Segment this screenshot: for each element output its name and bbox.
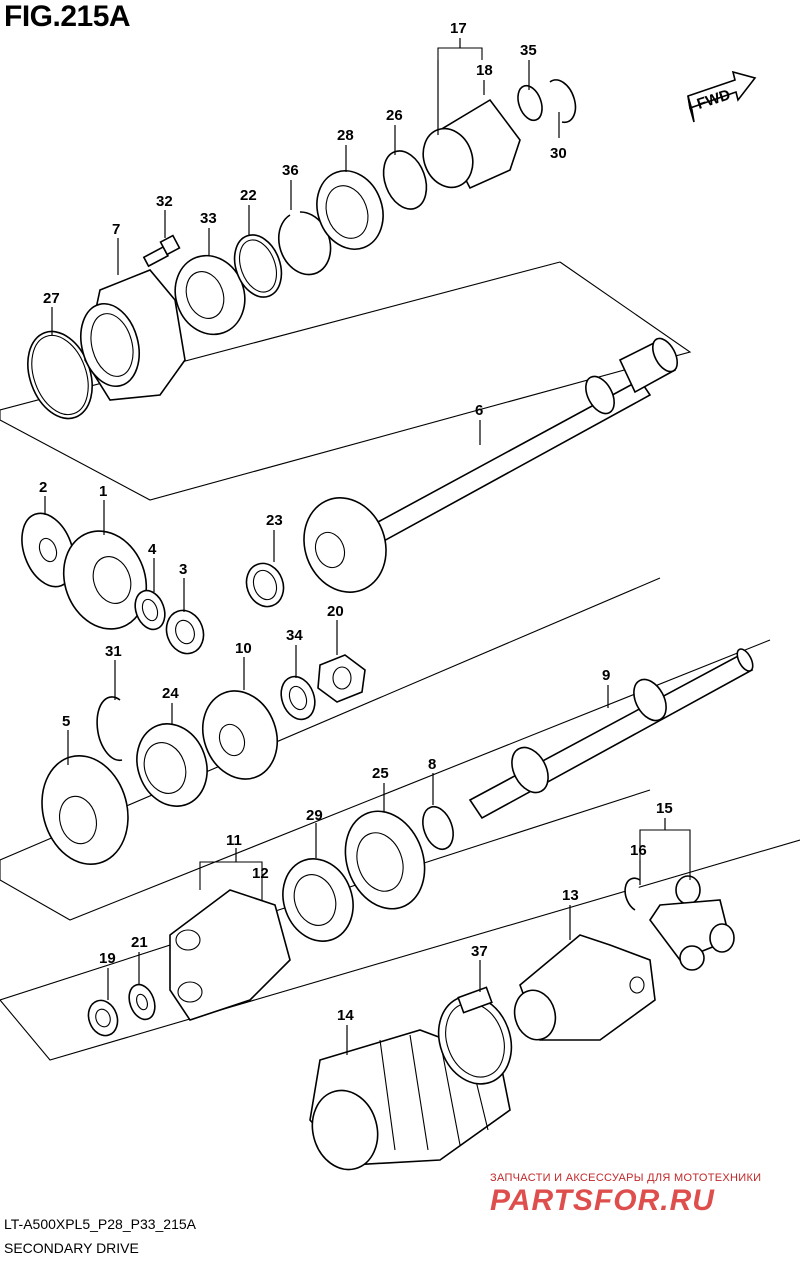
callout-7: 7 [112, 221, 120, 238]
callout-36: 36 [282, 162, 299, 179]
circlip-30 [549, 79, 577, 124]
callout-23: 23 [266, 512, 283, 529]
callout-26: 26 [386, 107, 403, 124]
clamp-37 [437, 986, 513, 1085]
washer-21 [128, 983, 156, 1021]
callout-35: 35 [520, 42, 537, 59]
callout-17: 17 [450, 20, 467, 37]
section-outline-upper [0, 261, 692, 501]
needle-bearing-23 [245, 562, 285, 608]
callout-5: 5 [62, 713, 70, 730]
callout-31: 31 [105, 643, 122, 660]
nut-19 [87, 999, 119, 1037]
callout-24: 24 [162, 685, 179, 702]
callout-32: 32 [156, 193, 173, 210]
callout-14: 14 [337, 1007, 354, 1024]
callout-1: 1 [99, 483, 107, 500]
callout-27: 27 [43, 290, 60, 307]
callout-11: 11 [226, 832, 242, 849]
callout-labels: 17 18 35 30 26 28 36 22 32 33 7 27 6 23 … [39, 20, 673, 1024]
bearing-24 [136, 723, 208, 807]
callout-3: 3 [179, 561, 187, 578]
bolt-32 [142, 234, 181, 268]
callout-12: 12 [252, 865, 269, 882]
callout-25: 25 [372, 765, 389, 782]
callout-2: 2 [39, 479, 47, 496]
figure-title: FIG.215A [4, 0, 131, 33]
bearing-housing-7 [80, 269, 186, 401]
callout-6: 6 [475, 402, 483, 419]
watermark-brand: PARTSFOR.RU [490, 1184, 715, 1217]
callout-22: 22 [240, 187, 257, 204]
callout-9: 9 [602, 667, 610, 684]
washer-4 [134, 589, 166, 631]
callout-37: 37 [471, 943, 488, 960]
bearing-28 [316, 170, 384, 250]
shaft-9 [468, 648, 754, 820]
callout-8: 8 [428, 756, 436, 773]
callout-33: 33 [200, 210, 217, 227]
washer-34 [280, 675, 316, 721]
oil-seal-29 [282, 858, 354, 942]
callout-15: 15 [656, 800, 673, 817]
yoke-13 [513, 934, 656, 1041]
callout-20: 20 [327, 603, 344, 620]
circlip-8 [422, 805, 454, 851]
footer-caption: SECONDARY DRIVE [4, 1240, 139, 1256]
circlip-31 [96, 696, 123, 762]
pinion-gear [303, 497, 387, 593]
callout-30: 30 [550, 145, 567, 162]
sleeve-18 [422, 98, 521, 190]
yoke-12 [169, 889, 291, 1021]
bevel-gear-5 [41, 754, 129, 866]
callout-19: 19 [99, 950, 116, 967]
callout-16: 16 [630, 842, 647, 859]
o-ring-35 [517, 84, 543, 122]
callout-18: 18 [476, 62, 493, 79]
callout-21: 21 [131, 934, 148, 951]
footer-code: LT-A500XPL5_P28_P33_215A [4, 1216, 197, 1232]
leader-lines [44, 38, 691, 1055]
callout-29: 29 [306, 807, 323, 824]
nut-20 [317, 654, 366, 703]
circlip-16 [624, 877, 641, 911]
bevel-gear-1 [62, 530, 148, 630]
callout-10: 10 [235, 640, 252, 657]
callout-4: 4 [148, 541, 157, 558]
callout-34: 34 [286, 627, 303, 644]
shaft-6 [328, 337, 679, 567]
universal-joint-cross-15 [649, 875, 735, 971]
fwd-label: FWD [695, 86, 733, 113]
bearing-25 [344, 810, 426, 910]
fwd-arrow-icon: FWD [687, 70, 757, 123]
nut-3 [165, 609, 205, 655]
watermark-tagline: ЗАПЧАСТИ И АКСЕССУАРЫ ДЛЯ МОТОТЕХНИКИ [490, 1172, 762, 1184]
gear-10 [202, 690, 278, 780]
shim-22 [233, 234, 283, 298]
callout-13: 13 [562, 887, 579, 904]
callout-28: 28 [337, 127, 354, 144]
washer-2 [21, 512, 75, 588]
